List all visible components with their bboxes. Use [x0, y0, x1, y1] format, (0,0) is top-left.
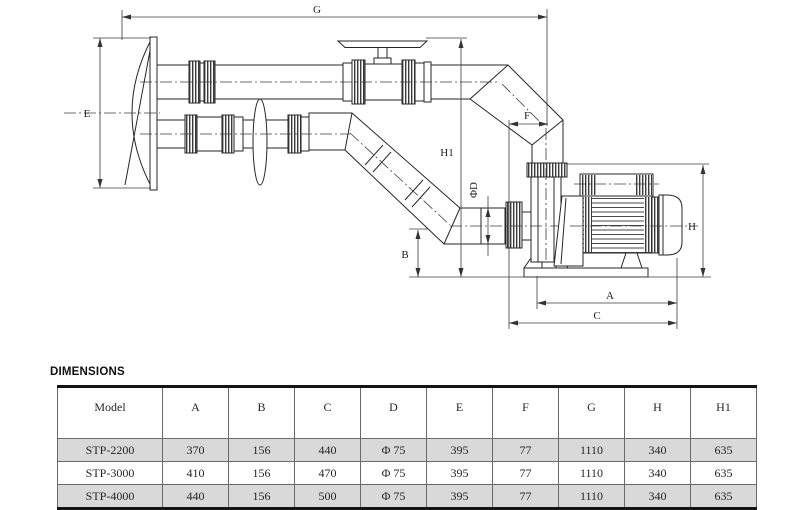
dim-label-D: ΦD [468, 182, 480, 198]
dim-label-F: F [524, 110, 530, 122]
table-cell: 395 [426, 484, 493, 509]
dimension-labels: G E H1 F ΦD B A C H [84, 4, 696, 322]
table-row-stp-2200: STP-2200 370 156 440 Φ 75 395 77 1110 34… [57, 438, 757, 462]
valve-handle [336, 40, 429, 48]
column-header-h: H [624, 386, 691, 439]
table-row-stp-3000: STP-3000 410 156 470 Φ 75 395 77 1110 34… [57, 461, 757, 485]
pot-flare-left [523, 257, 532, 269]
table-cell: 156 [228, 484, 295, 509]
table-cell: 470 [294, 461, 361, 485]
table-cell: Φ 75 [360, 484, 427, 509]
dim-label-A: A [606, 290, 614, 302]
pipe-union-pump-inlet [505, 201, 523, 249]
table-cell: 156 [228, 461, 295, 485]
dim-label-G: G [313, 4, 321, 16]
table-cell: 340 [624, 484, 691, 509]
table-cell: 410 [162, 461, 229, 485]
dim-label-B: B [401, 249, 408, 261]
table-cell: 77 [492, 461, 559, 485]
table-cell: STP-4000 [57, 484, 163, 509]
pump-bracket [553, 195, 584, 267]
table-cell: 340 [624, 438, 691, 462]
table-cell: 77 [492, 484, 559, 509]
table-cell: Φ 75 [360, 438, 427, 462]
column-header-g: G [558, 386, 625, 439]
table-cell: 340 [624, 461, 691, 485]
centerlines [64, 81, 698, 262]
dimensions-title: DIMENSIONS [50, 366, 125, 378]
table-cell: STP-2200 [57, 438, 163, 462]
motor-body [582, 195, 653, 254]
column-header-e: E [426, 386, 493, 439]
table-cell: 370 [162, 438, 229, 462]
table-cell: 395 [426, 461, 493, 485]
table-cell: Φ 75 [360, 461, 427, 485]
column-header-model: Model [57, 386, 163, 439]
table-cell: 635 [690, 484, 757, 509]
column-header-d: D [360, 386, 427, 439]
check-valve-disc [252, 98, 268, 186]
table-cell: 156 [228, 438, 295, 462]
dimensions-table: Model A B C D E F G H H1 STP-2200 370 15… [57, 385, 757, 510]
dimension-annotations [93, 9, 711, 329]
table-cell: 1110 [558, 461, 625, 485]
pump-installation-diagram: G E H1 F ΦD B A C H [64, 4, 711, 329]
dim-label-E: E [84, 108, 91, 120]
table-cell: 395 [426, 438, 493, 462]
fan-cover [658, 194, 683, 256]
table-row-stp-4000: STP-4000 440 156 500 Φ 75 395 77 1110 34… [57, 484, 757, 509]
wall-fitting-bell [124, 36, 158, 191]
table-cell: STP-3000 [57, 461, 163, 485]
dim-label-C: C [593, 310, 600, 322]
column-header-f: F [492, 386, 559, 439]
dim-label-H1: H1 [440, 147, 453, 159]
dim-label-H: H [688, 221, 696, 233]
pipe-union-vertical [526, 162, 568, 178]
column-header-c: C [294, 386, 361, 439]
table-cell: 635 [690, 438, 757, 462]
suction-miter-1 [344, 112, 353, 151]
table-cell: 77 [492, 438, 559, 462]
elbow-miter-2 [531, 119, 564, 146]
motor-foot [620, 252, 643, 269]
bell-face-plate [149, 36, 158, 191]
table-cell: 1110 [558, 484, 625, 509]
table-cell: 1110 [558, 438, 625, 462]
dimensions-section: DIMENSIONS Model A B C D E F G H H1 STP-… [0, 366, 800, 510]
column-header-h1: H1 [690, 386, 757, 439]
pump-base [523, 267, 649, 278]
bell-cone-edge [124, 39, 153, 186]
column-header-a: A [162, 386, 229, 439]
table-cell: 440 [294, 438, 361, 462]
table-header-row: Model A B C D E F G H H1 [57, 386, 757, 439]
pipe-union-lower-a [184, 114, 244, 154]
ball-valve [336, 40, 429, 105]
column-header-b: B [228, 386, 295, 439]
dimension-arrows [97, 14, 706, 326]
valve-stem [377, 46, 388, 60]
valve-stem-base [373, 57, 392, 65]
pump-assembly [523, 173, 683, 278]
table-cell: 440 [162, 484, 229, 509]
fan-cover-ring [651, 196, 660, 254]
table-cell: 500 [294, 484, 361, 509]
table-cell: 635 [690, 461, 757, 485]
